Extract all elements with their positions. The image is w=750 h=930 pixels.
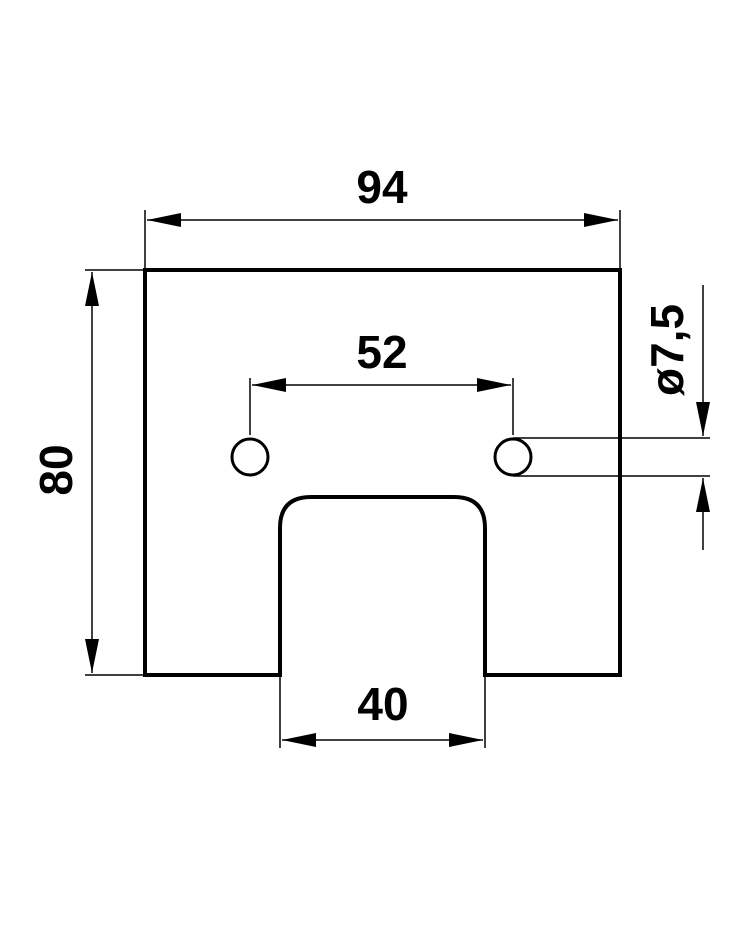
plate-outline (143, 268, 622, 677)
right-hole (493, 437, 533, 477)
hole-diameter-dimension: ø7,5 (513, 285, 710, 550)
hole-diameter-label: ø7,5 (641, 304, 693, 396)
hole-spacing-dimension: 52 (249, 326, 514, 435)
height-dimension: 80 (30, 269, 143, 676)
hole-spacing-label: 52 (356, 326, 407, 378)
left-hole (230, 437, 270, 477)
height-dimension-label: 80 (30, 444, 82, 495)
slot-width-dimension: 40 (279, 677, 486, 748)
width-dimension: 94 (144, 161, 621, 268)
width-dimension-label: 94 (356, 161, 408, 213)
slot-width-label: 40 (357, 678, 408, 730)
